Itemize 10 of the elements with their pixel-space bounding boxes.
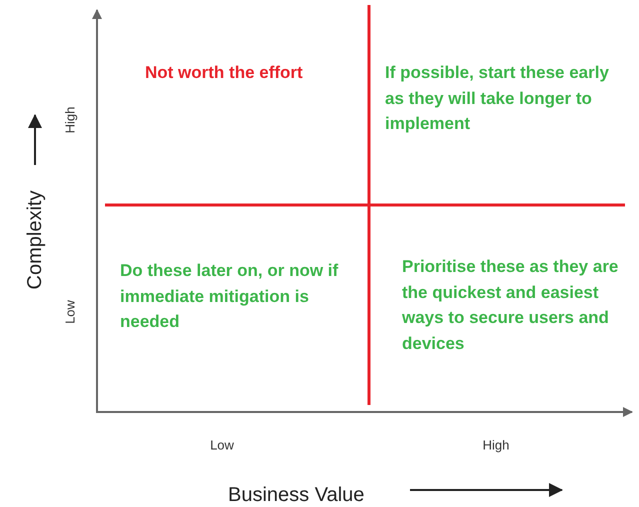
axis-tick-label: Low (210, 436, 234, 454)
axis-tick-label: High (61, 106, 78, 134)
quadrant-note: Not worth the effort (145, 62, 304, 84)
axis-title: Business Value (228, 483, 364, 507)
quadrant-note: If possible, start these early as they will take longer to implement (385, 62, 610, 135)
quadrant-note: Do these later on, or now if immediate mitigation is needed (120, 260, 340, 333)
axis-tick-label: Low (61, 300, 78, 324)
quadrant-note: Prioritise these as they are the quickest and easiest ways to secure users and devices (402, 256, 620, 354)
axis-tick-label: High (482, 436, 510, 454)
axis-title: Complexity (23, 190, 47, 290)
